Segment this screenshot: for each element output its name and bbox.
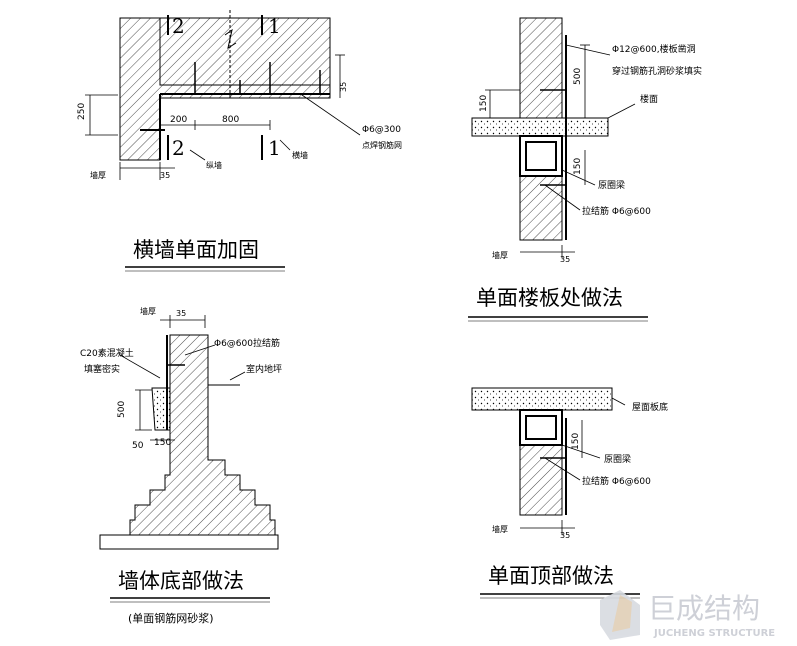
cross-wall-top (159, 17, 331, 86)
base-slab-c (99, 534, 279, 550)
panel-top-detail: 屋面板底 150 原圈梁 拉结筋 Φ6@600 墙厚 35 单面顶部做法 (471, 387, 668, 599)
roof-slab-d (471, 387, 613, 411)
dim-800: 800 (222, 115, 239, 125)
dim-150-b: 150 (479, 95, 489, 112)
label-tie-bar-d: 拉结筋 Φ6@600 (582, 475, 651, 487)
watermark-cn: 巨成结构 (648, 592, 760, 625)
label-cross-wall: 横墙 (292, 150, 308, 160)
wall-d (519, 444, 563, 516)
title-floor-slab: 单面楼板处做法 (476, 286, 623, 310)
label-concrete-2: 填塞密实 (84, 363, 120, 375)
panel-cross-wall-reinforcement: 2 2 1 1 250 200 800 35 35 墙厚 Φ6@300 点焊钢筋… (77, 10, 402, 272)
anchor-bars (194, 62, 321, 94)
dim-50-c: 50 (132, 441, 144, 451)
title-wall-base: 墙体底部做法 (118, 569, 244, 593)
dim-500-b: 500 (573, 68, 583, 85)
label-indoor-floor: 室内地坪 (246, 363, 282, 375)
dim-150-d: 150 (571, 433, 581, 450)
label-wall-thickness-d: 墙厚 (492, 524, 508, 534)
wall-lower-b (519, 175, 563, 241)
concrete-fill-c (151, 387, 171, 431)
dim-150-b2: 150 (573, 158, 583, 175)
panel-floor-slab-detail: 500 150 150 35 Φ12@600,楼板凿洞 穿过钢筋孔洞砂浆填实 楼… (468, 17, 702, 322)
section-marker-1-bottom: 1 (268, 136, 281, 160)
label-ring-beam-b: 原圈梁 (598, 179, 625, 191)
dim-500-c: 500 (117, 401, 127, 418)
dim-35: 35 (160, 171, 170, 180)
label-tie-bar-b: 拉结筋 Φ6@600 (582, 205, 651, 217)
label-mesh-desc: 点焊钢筋网 (362, 140, 402, 150)
foundation-c (129, 334, 276, 536)
dim-35-b: 35 (560, 255, 570, 264)
watermark: 巨成结构 JUCHENG STRUCTURE (600, 590, 775, 640)
dim-35-c: 35 (176, 309, 186, 318)
watermark-en: JUCHENG STRUCTURE (653, 628, 775, 639)
panel-wall-base-detail: 墙厚 35 C20素混凝土 填塞密实 Φ6@600拉结筋 室内地坪 500 50… (80, 306, 282, 625)
floor-slab-b (471, 117, 609, 137)
label-tie-bar-c: Φ6@600拉结筋 (214, 337, 280, 349)
section-marker-1-top: 1 (268, 14, 281, 38)
dim-200: 200 (170, 115, 187, 125)
section-marker-2-top: 2 (172, 14, 185, 38)
dim-150-c: 150 (154, 438, 171, 448)
dim-35-d: 35 (560, 531, 570, 540)
label-long-wall: 纵墙 (206, 160, 222, 170)
title-top-detail: 单面顶部做法 (488, 564, 614, 588)
label-rebar-spec: Φ12@600,楼板凿洞 (612, 43, 696, 55)
break-line (224, 28, 237, 50)
label-wall-thickness-b: 墙厚 (492, 250, 508, 260)
label-wall-thickness-a: 墙厚 (90, 170, 106, 180)
label-rebar-desc: 穿过钢筋孔洞砂浆填实 (612, 65, 702, 77)
section-marker-2-bottom: 2 (172, 136, 185, 160)
label-wall-thickness-c: 墙厚 (140, 306, 156, 316)
dim-250: 250 (77, 103, 87, 120)
title-cross-wall: 横墙单面加固 (133, 238, 259, 262)
dim-35-b: 35 (339, 82, 348, 92)
label-floor-level: 楼面 (640, 93, 658, 105)
subtitle-wall-base: (单面钢筋网砂浆) (128, 611, 214, 625)
label-roof-slab: 屋面板底 (632, 401, 668, 413)
label-mesh-spec: Φ6@300 (362, 125, 401, 135)
label-ring-beam-d: 原圈梁 (604, 453, 631, 465)
wall-upper-b (519, 17, 563, 119)
label-concrete-1: C20素混凝土 (80, 347, 134, 359)
